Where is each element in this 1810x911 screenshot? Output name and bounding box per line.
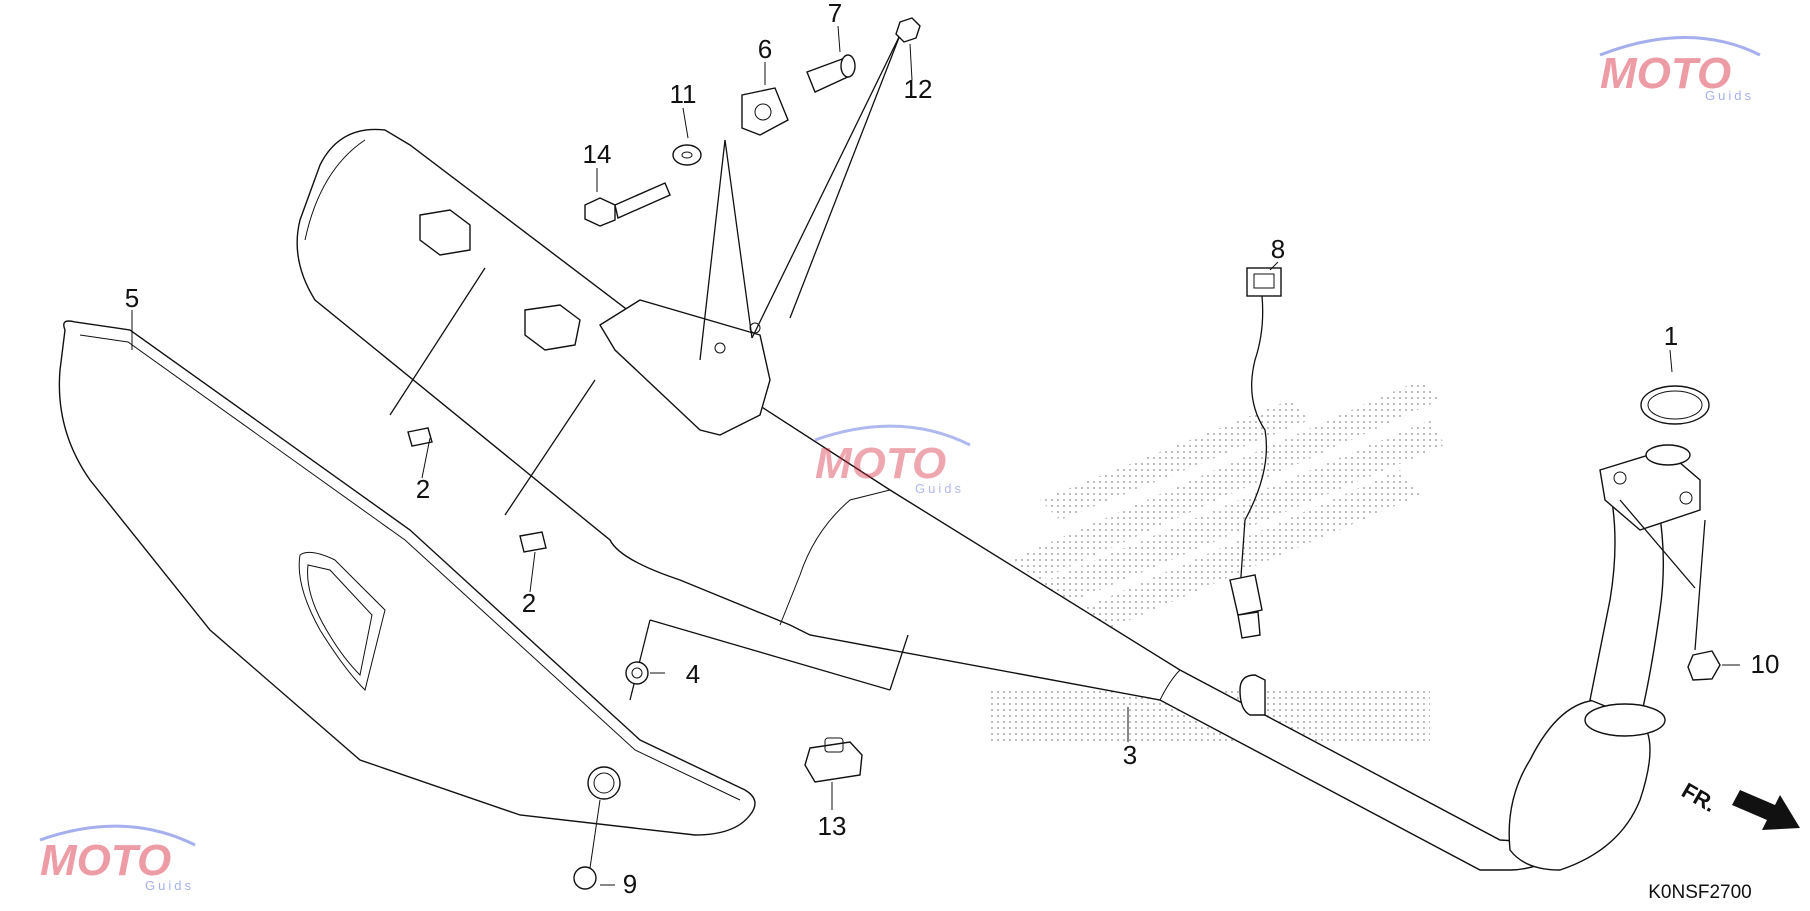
muffler-exhaust-pipe [296, 128, 1701, 871]
part-number-3: 3 [1123, 740, 1137, 770]
leader-lines [389, 34, 1706, 701]
rubber-mount [741, 87, 789, 136]
washer [672, 144, 702, 166]
heat-shield [58, 320, 756, 836]
part-number-11: 11 [670, 79, 697, 109]
watermark-logo: MOTO Guids [814, 424, 971, 496]
exhaust-gasket [1640, 385, 1710, 425]
watermark-text: MOTO [40, 836, 171, 885]
diagram-reference-code: K0NSF2700 [1648, 882, 1752, 903]
part-number-13: 13 [818, 811, 847, 841]
watermark-text: MOTO [815, 439, 946, 488]
part-number-8: 8 [1271, 234, 1285, 264]
part-number-4: 4 [686, 659, 700, 689]
part-number-7: 7 [828, 0, 842, 28]
watermark-logo: MOTO Guids [39, 824, 196, 893]
flange-bolt [584, 182, 671, 227]
watermark-text: MOTO [1600, 49, 1731, 98]
bracket-clip [419, 209, 581, 351]
watermark-logo: MOTO Guids [1599, 36, 1761, 103]
hardware [407, 17, 1721, 890]
watermark-subtext: Guids [1705, 88, 1754, 103]
part-number-5: 5 [125, 283, 139, 313]
part-number-14: 14 [583, 139, 612, 169]
flange-nut [1687, 650, 1721, 681]
part-callouts: 1 2 2 3 4 5 6 7 8 9 10 11 12 13 14 [125, 0, 1780, 899]
watermark-subtext: Guids [145, 878, 194, 893]
part-number-2: 2 [416, 474, 430, 504]
front-direction-indicator: FR. [1678, 778, 1800, 830]
direction-label: FR. [1678, 778, 1721, 817]
mounting-nut [895, 17, 921, 43]
rubber-cushion [407, 427, 547, 553]
part-number-9: 9 [623, 869, 637, 899]
oxygen-sensor [1229, 267, 1282, 639]
part-number-10: 10 [1751, 649, 1780, 679]
rubber-grommet [804, 737, 863, 783]
part-number-1: 1 [1664, 321, 1678, 351]
part-number-6: 6 [758, 34, 772, 64]
part-number-2: 2 [522, 588, 536, 618]
watermark-subtext: Guids [915, 481, 964, 496]
arrow-icon [1732, 790, 1800, 830]
heat-shield-bolt [573, 766, 621, 890]
collar [806, 54, 856, 93]
collar-washer [625, 661, 649, 685]
part-number-12: 12 [904, 74, 933, 104]
